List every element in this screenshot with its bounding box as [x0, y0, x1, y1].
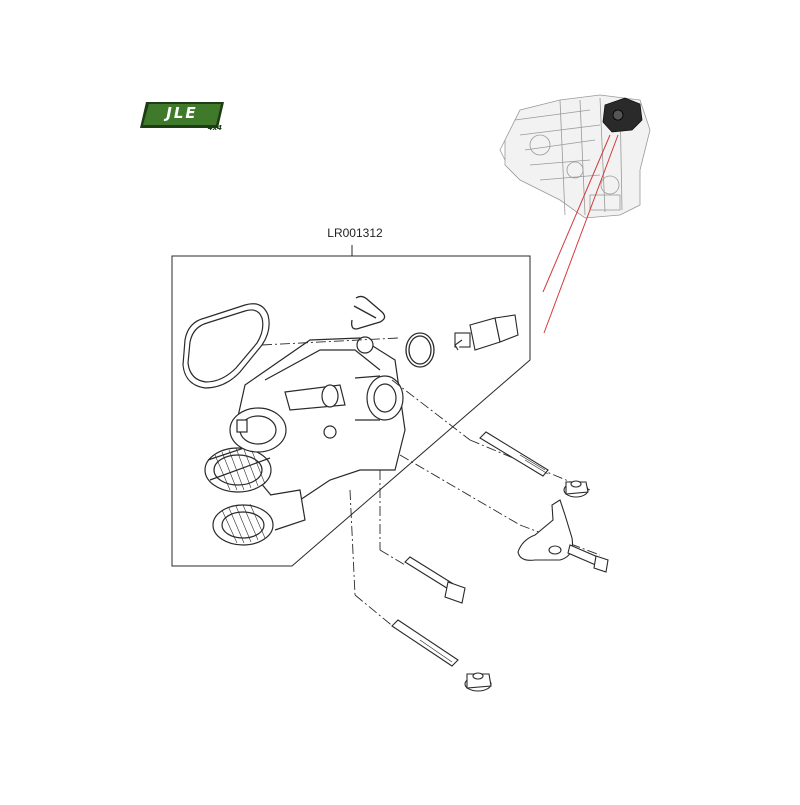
flange-nut [464, 672, 492, 692]
retaining-clip [351, 295, 386, 330]
engine-locator-thumbnail [499, 94, 651, 219]
thermostat-housing [204, 336, 406, 546]
logo-text: JLE [166, 104, 198, 122]
long-bolt [391, 619, 459, 667]
assembly-part-number: LR001312 [327, 226, 383, 240]
gasket [182, 303, 270, 389]
jle-logo: JLE 4x4 [138, 100, 226, 132]
assembly-outline [171, 245, 531, 567]
long-bolt [404, 556, 466, 604]
o-ring [405, 332, 435, 368]
long-bolt [479, 431, 549, 477]
temperature-sensor [454, 314, 519, 351]
locator-leader-lines [542, 134, 619, 334]
flange-nut [563, 480, 589, 498]
logo-subtext: 4x4 [207, 124, 222, 132]
hex-bolt [567, 544, 609, 573]
logo-badge-icon [140, 102, 224, 128]
bracket [517, 499, 574, 561]
